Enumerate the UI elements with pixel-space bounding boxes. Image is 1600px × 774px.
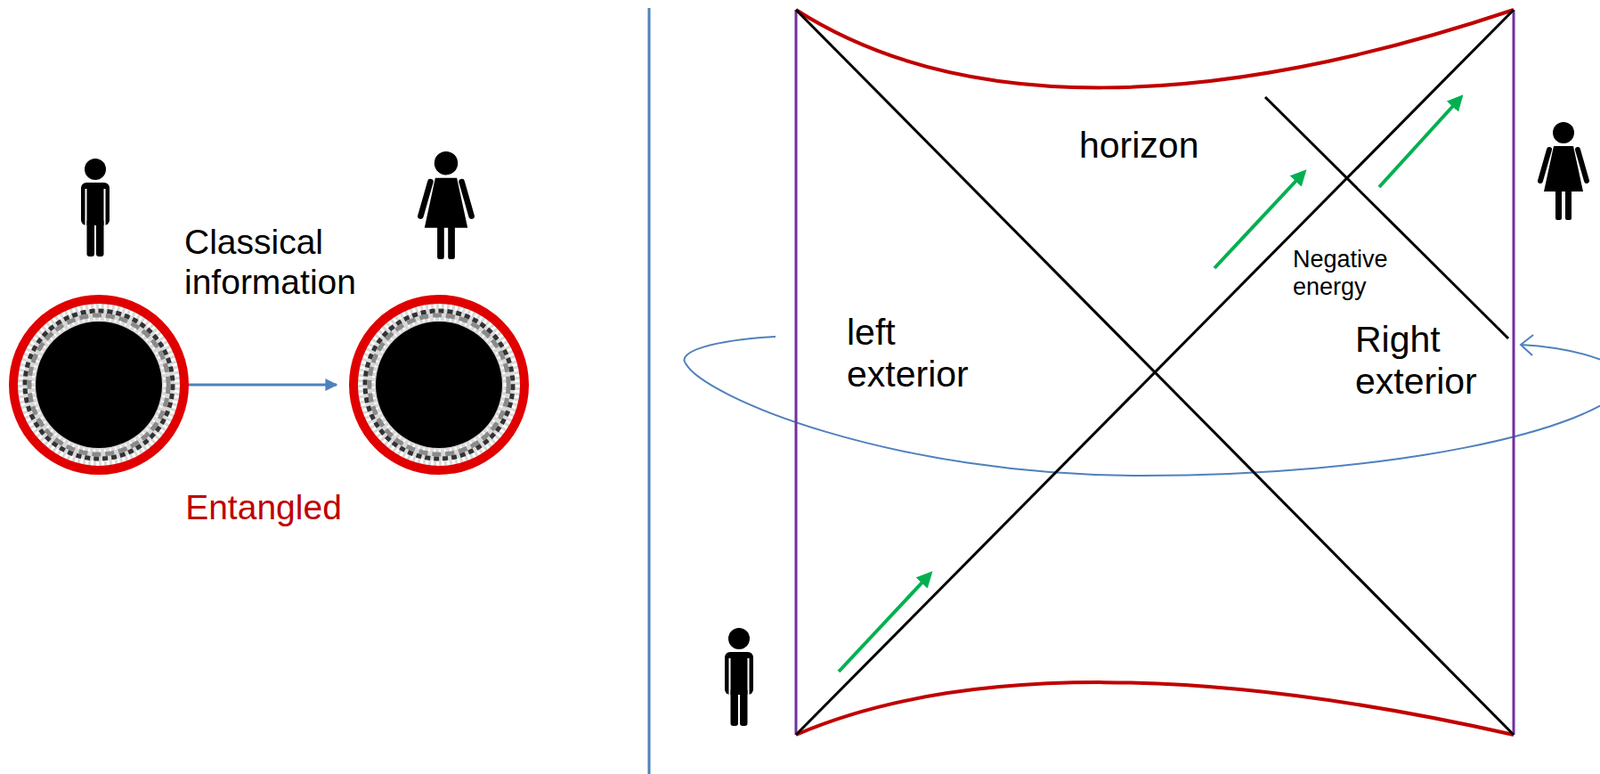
black-hole	[13, 299, 185, 471]
classical-channel-arrow	[188, 383, 337, 387]
signal-arrow	[1379, 97, 1462, 187]
horizon-line	[795, 9, 1514, 735]
signal-arrow	[1214, 171, 1305, 269]
horizon-line	[795, 9, 1514, 735]
entangled-label: Entangled	[156, 487, 371, 528]
panel-divider	[648, 8, 651, 774]
shock-label: Negative energy	[1292, 245, 1404, 301]
past-singularity	[795, 682, 1514, 735]
man-icon	[724, 627, 754, 726]
shockwave-line	[1265, 97, 1509, 339]
woman-icon	[1540, 121, 1587, 220]
identification-loop	[1520, 344, 1600, 374]
signal-arrow	[838, 573, 931, 672]
right-boundary	[1512, 9, 1516, 735]
loop-arrowhead	[1520, 334, 1534, 356]
woman-icon	[420, 151, 472, 260]
region-label: Right exterior	[1355, 318, 1498, 403]
region-label: left exterior	[846, 311, 990, 396]
identification-loop	[683, 336, 1600, 476]
region-label: horizon	[1079, 124, 1231, 167]
future-singularity	[795, 9, 1514, 88]
channel-label: Classical information	[184, 222, 372, 303]
man-icon	[81, 158, 110, 257]
black-hole	[353, 299, 525, 471]
left-boundary	[795, 9, 798, 735]
